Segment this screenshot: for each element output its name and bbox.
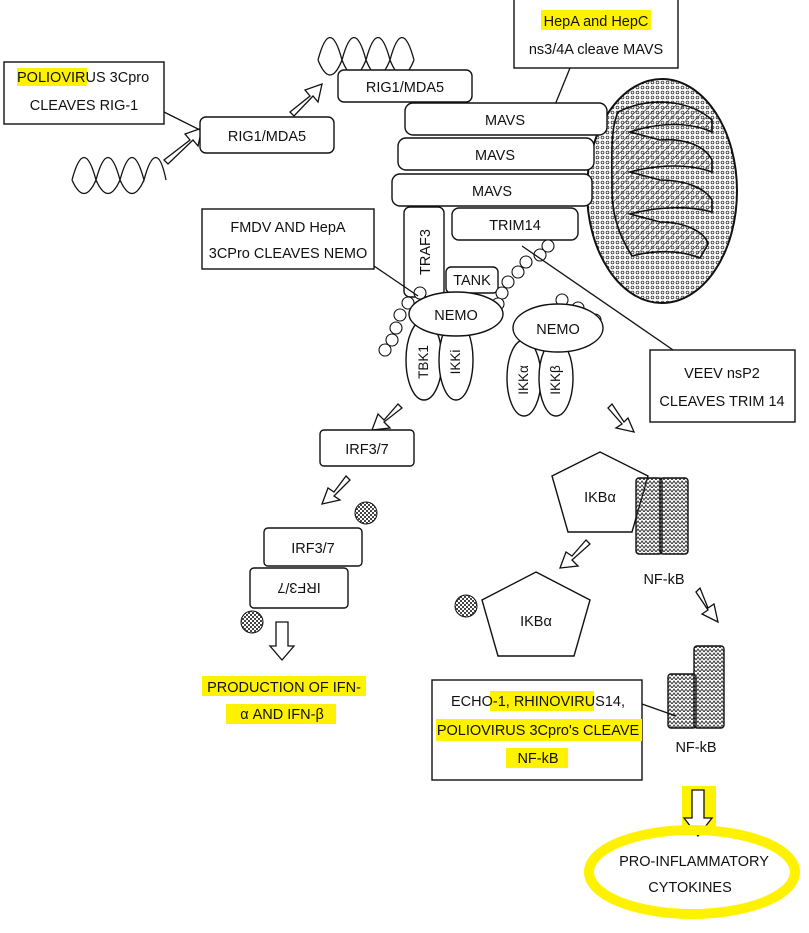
trim14: TRIM14 — [451, 207, 579, 241]
nfkb-bottom-label: NF-kB — [675, 740, 716, 756]
cytokines-line1: PRO-INFLAMMATORY — [619, 854, 769, 870]
echo-line1a: ECHO-1, — [451, 694, 514, 710]
mavs-1: MAVS — [485, 113, 525, 129]
svg-text:TBK1: TBK1 — [416, 345, 431, 379]
nemo-tbk1-complex: TBK1 IKKi NEMO — [405, 291, 504, 401]
arrow-to-irf — [371, 403, 403, 431]
echo-line3: NF-kB — [517, 751, 558, 767]
svg-text:TRAF3: TRAF3 — [418, 229, 434, 275]
svg-text:IKBα: IKBα — [520, 614, 552, 630]
tank: TANK — [445, 266, 499, 294]
rig-to-rig-arrow — [289, 82, 323, 117]
echo-line1c: 14, — [605, 694, 625, 710]
irf3-7-dimer: IRF3/7 IRF3/7 — [240, 501, 378, 634]
svg-text:NEMO: NEMO — [536, 322, 580, 338]
ikba-phospho: IKBα — [454, 571, 591, 657]
svg-text:IRF3/7: IRF3/7 — [345, 442, 389, 458]
svg-text:TRIM14: TRIM14 — [489, 218, 541, 234]
ifn-line2: α AND IFN-β — [240, 707, 324, 723]
ikba-top-label: IKBα — [584, 490, 616, 506]
echo-line1b: RHINOVIRUS — [514, 694, 605, 710]
traf3: TRAF3 — [403, 206, 445, 298]
nfkb-top-label: NF-kB — [643, 572, 684, 588]
cytokines-output: PRO-INFLAMMATORY CYTOKINES — [584, 825, 800, 919]
svg-text:ECHO-1, RHINOVIRUS14,: ECHO-1, RHINOVIRUS14, — [451, 694, 625, 710]
veev-line2: CLEAVES TRIM 14 — [659, 394, 784, 410]
svg-text:NEMO: NEMO — [434, 308, 478, 324]
svg-text:RIG1/MDA5: RIG1/MDA5 — [366, 80, 444, 96]
fmdv-line1: FMDV AND HepA — [230, 220, 346, 236]
viral-rna-bottom — [71, 157, 167, 195]
veev-trim-callout: VEEV nsP2 CLEAVES TRIM 14 — [521, 245, 796, 423]
irf3-7-top: IRF3/7 — [319, 429, 415, 467]
svg-text:IKKα: IKKα — [516, 365, 531, 395]
polio-rig-rest: S 3Cpro — [96, 70, 149, 86]
arrow-to-ifn — [268, 621, 296, 661]
nfkb-active: NF-kB — [667, 645, 725, 756]
svg-text:IKKi: IKKi — [448, 350, 463, 375]
ikba-nfkb-complex: IKBα NF-kB — [551, 451, 689, 588]
mavs-stack: MAVS MAVS MAVS — [391, 102, 608, 207]
hep-mavs-line1: HepA and HepC — [544, 14, 649, 30]
arrow-nfkb-release — [695, 586, 719, 624]
hep-mavs-callout: HepA and HepC ns3/4A cleave MAVS — [513, 0, 679, 123]
svg-text:POLIOVIRUS 3Cpro: POLIOVIRUS 3Cpro — [17, 70, 149, 86]
arrow-irf-dimer — [320, 475, 351, 505]
fmdv-line2: 3CPro CLEAVES NEMO — [209, 246, 367, 262]
irf-dimer-a: IRF3/7 — [291, 541, 335, 557]
svg-text:RIG1/MDA5: RIG1/MDA5 — [228, 129, 306, 145]
ifn-line1: PRODUCTION OF IFN- — [207, 680, 361, 696]
polio-rig-line2: CLEAVES RIG-1 — [30, 98, 139, 114]
mavs-3: MAVS — [472, 184, 512, 200]
mitochondrion — [586, 78, 738, 304]
poliovirus-rig-callout: POLIOVIRUS 3Cpro CLEAVES RIG-1 — [3, 61, 201, 131]
svg-text:IKKβ: IKKβ — [548, 365, 563, 395]
rig1-mda5-top: RIG1/MDA5 — [337, 69, 473, 103]
fmdv-nemo-callout: FMDV AND HepA 3CPro CLEAVES NEMO — [201, 208, 419, 297]
echo-nfkb-callout: ECHO-1, RHINOVIRUS14, POLIOVIRUS 3Cpro's… — [431, 679, 677, 781]
arrow-to-ikba — [607, 402, 636, 433]
irf-dimer-b: IRF3/7 — [277, 579, 321, 595]
cytokines-line2: CYTOKINES — [648, 880, 732, 896]
mavs-2: MAVS — [475, 148, 515, 164]
svg-text:TANK: TANK — [453, 273, 491, 289]
rig1-mda5-mid: RIG1/MDA5 — [199, 116, 335, 154]
ifn-output: PRODUCTION OF IFN- α AND IFN-β — [202, 676, 366, 724]
rna-to-rig-arrow — [163, 126, 203, 165]
arrow-ikba-release — [559, 539, 591, 569]
veev-line1: VEEV nsP2 — [684, 366, 760, 382]
echo-line2: POLIOVIRUS 3Cpro's CLEAVE — [437, 723, 640, 739]
polio-rig-hl: POLIOVIRU — [17, 70, 96, 86]
hep-mavs-line2: ns3/4A cleave MAVS — [529, 42, 663, 58]
nemo-ikk-complex: IKKα IKKβ NEMO — [506, 303, 604, 417]
